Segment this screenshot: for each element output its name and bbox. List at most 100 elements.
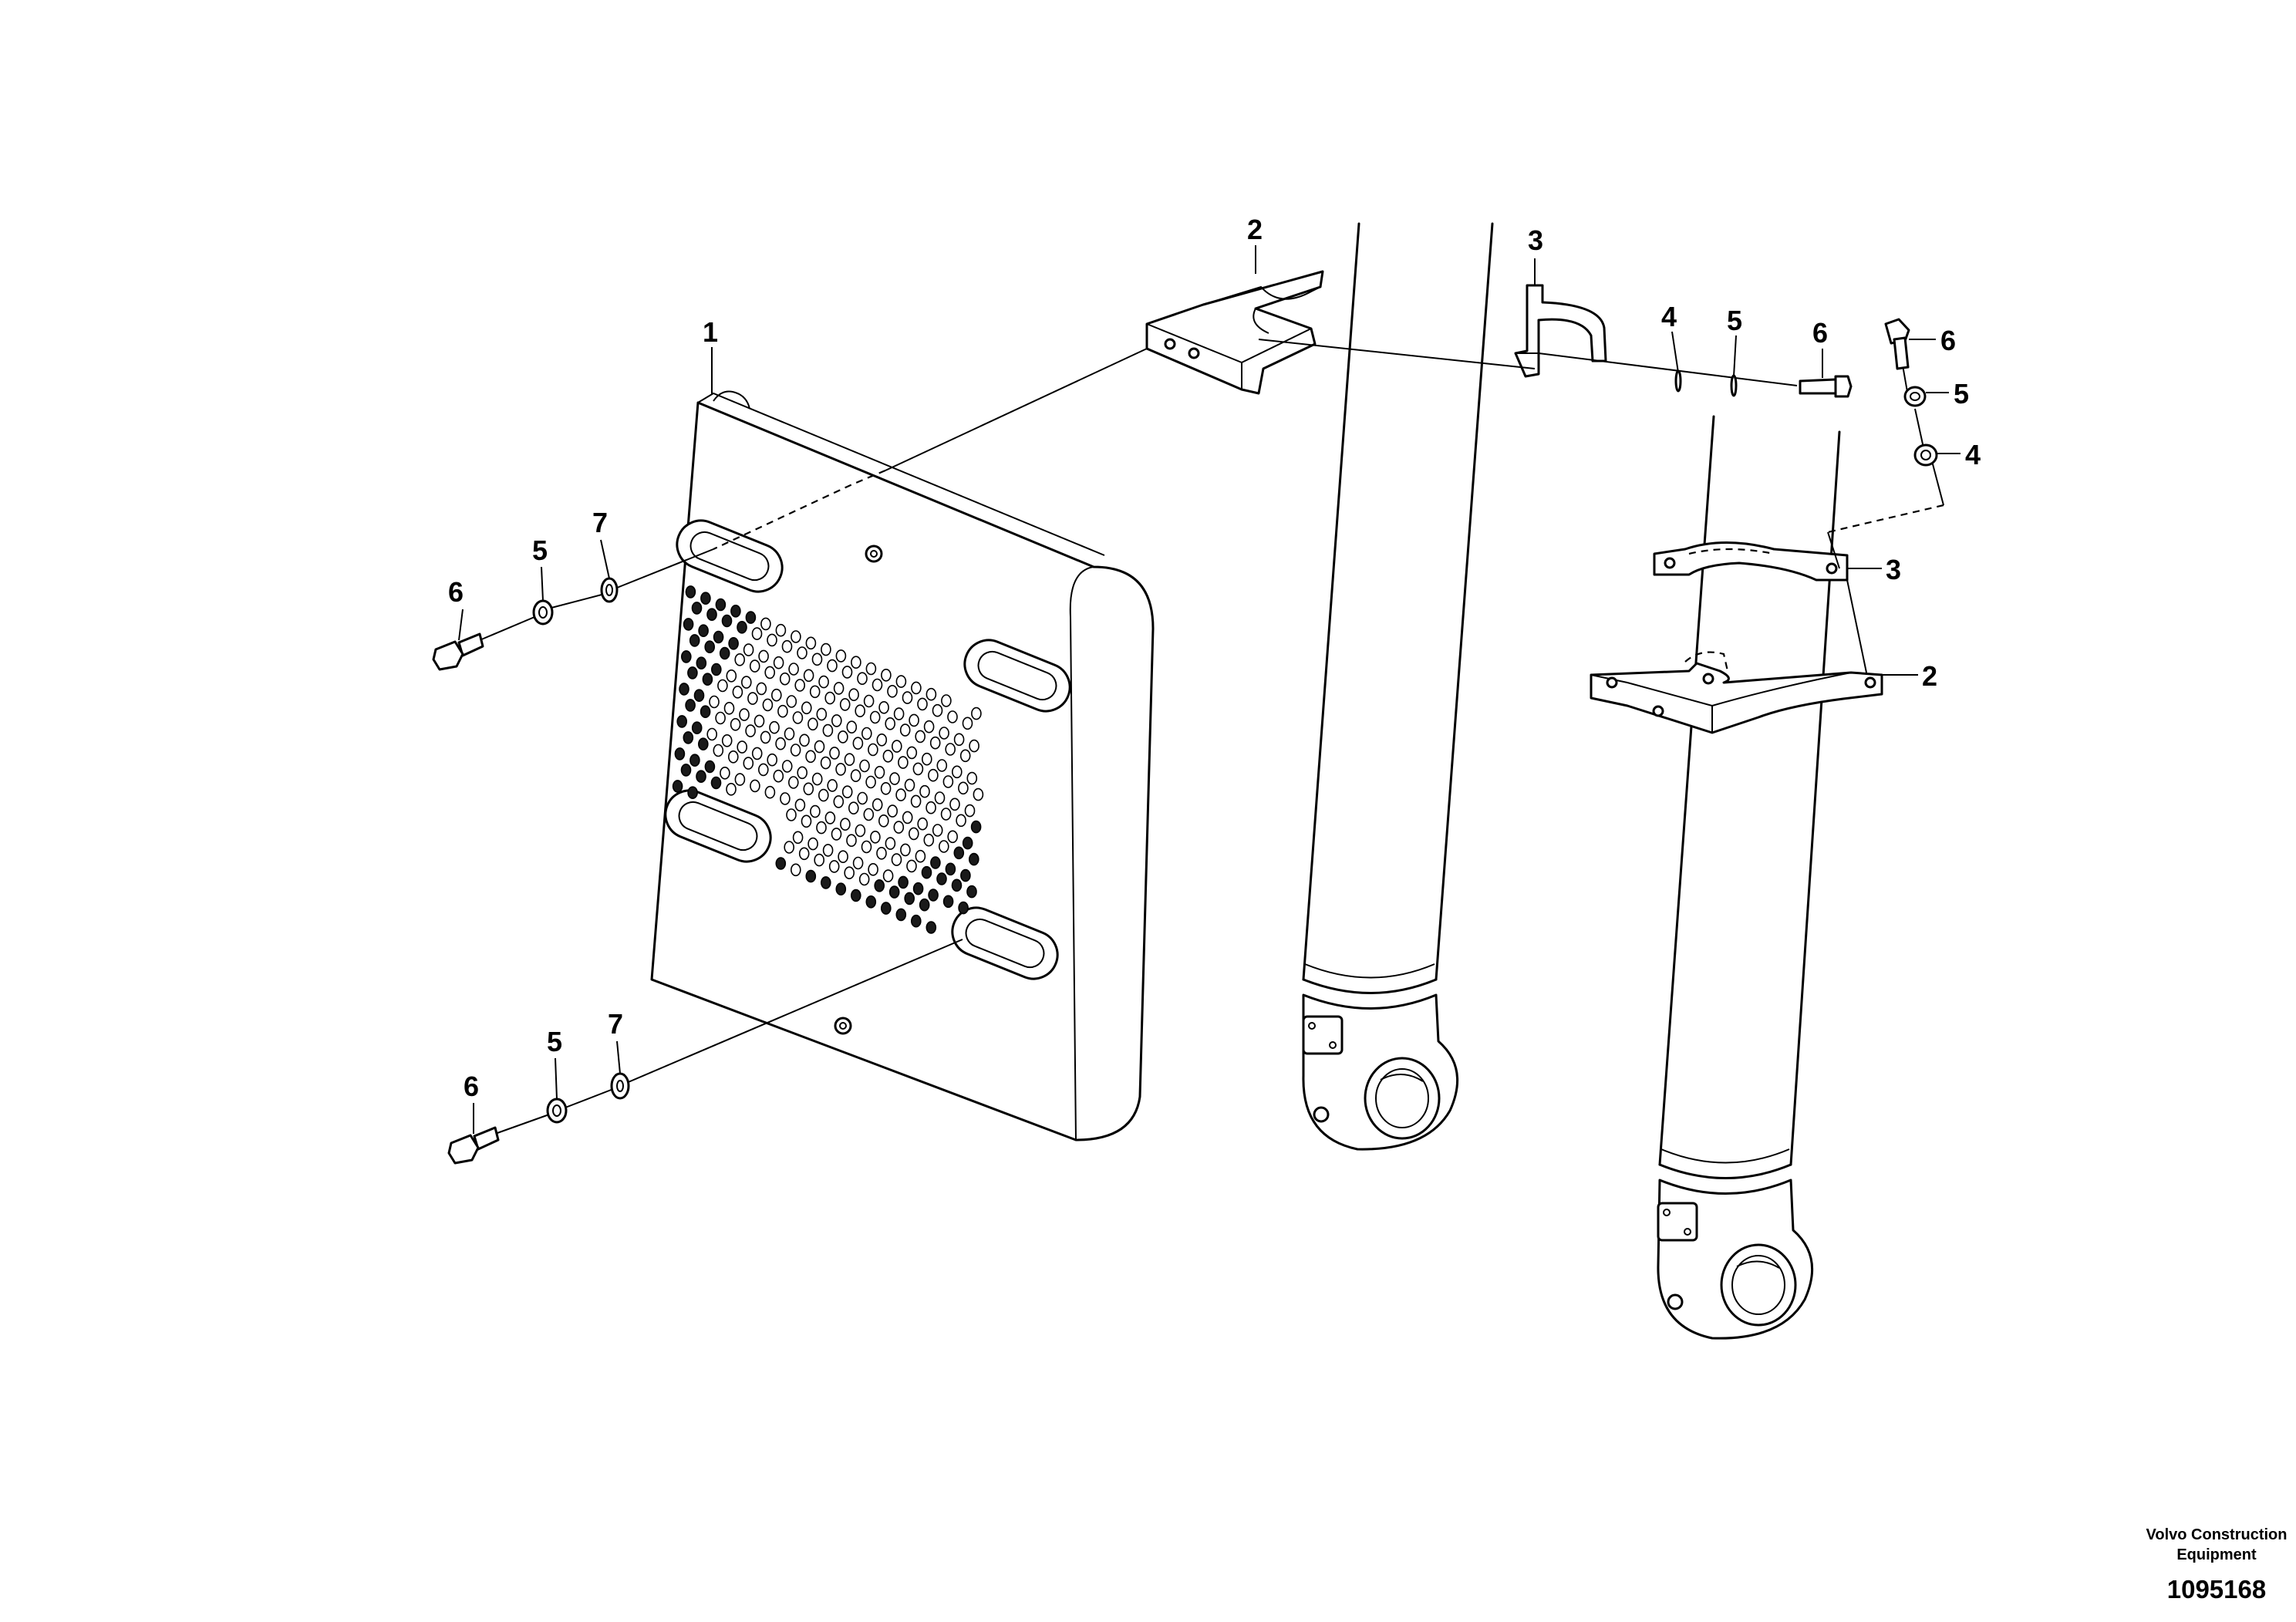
perforation-hole [887, 804, 898, 818]
perforation-hole [885, 837, 896, 850]
perforation-hole [857, 672, 868, 686]
perforation-hole [973, 787, 984, 801]
clamp-top [1514, 284, 1607, 378]
guard-slot-upper-left [676, 519, 784, 593]
perforation-hole [821, 642, 831, 656]
hydraulic-cylinder-right [1657, 415, 1841, 1340]
perforation-hole [689, 754, 700, 767]
perforation-hole [775, 737, 786, 750]
perforation-hole [865, 775, 876, 789]
perforation-hole [930, 856, 941, 869]
perforation-hole [723, 701, 735, 715]
perforation-hole [848, 801, 859, 814]
perforation-hole [919, 898, 930, 912]
perforation-hole [781, 760, 793, 773]
perforation-hole [792, 711, 804, 724]
perforation-hole [861, 727, 872, 740]
perforation-hole [945, 862, 956, 876]
perforation-hole [764, 666, 776, 679]
perforation-hole [807, 717, 818, 731]
perforation-hole [828, 860, 840, 873]
perforation-hole [878, 700, 889, 714]
perforation-hole [683, 618, 694, 631]
guard-slot-lower-left [664, 789, 772, 863]
perforation-hole [876, 847, 887, 860]
perforation-hole [674, 747, 686, 760]
perforation-hole [865, 662, 877, 676]
perforation-hole [874, 765, 885, 779]
perforation-hole [831, 714, 842, 727]
perforation-hole [784, 727, 795, 740]
perforation-hole [846, 720, 858, 734]
perforation-hole [798, 847, 810, 861]
perforation-hole [805, 636, 817, 650]
perforation-hole [851, 656, 861, 669]
perforation-hole [910, 794, 922, 808]
bracket-top [1145, 270, 1324, 395]
perforation-hole [788, 663, 799, 676]
perforation-hole [831, 828, 842, 841]
perforation-hole [838, 730, 848, 744]
perforation-hole [696, 656, 707, 670]
hydraulic-cylinder-left [1302, 222, 1494, 1151]
perforation-hole [786, 695, 797, 708]
perforation-hole [857, 791, 868, 805]
perforation-hole [868, 743, 878, 757]
perforation-hole [720, 766, 730, 780]
perforation-hole [881, 668, 892, 682]
perforation-hole [710, 776, 722, 790]
perforation-hole [730, 604, 741, 618]
perforation-hole [751, 627, 763, 640]
perforation-hole [779, 672, 791, 686]
perforation-hole [775, 623, 787, 637]
perforation-hole [758, 649, 769, 663]
perforation-hole [816, 821, 827, 835]
perforation-hole [833, 795, 845, 808]
perforation-hole [923, 833, 935, 847]
callout-bracket-top: 2 [1247, 214, 1263, 245]
hardware-top-row [1258, 339, 1853, 398]
perforation-hole [911, 914, 922, 928]
perforation-hole [797, 766, 807, 780]
perforation-hole [737, 620, 747, 634]
perforation-hole [715, 598, 727, 612]
perforation-hole [721, 614, 733, 628]
perforation-hole [679, 683, 689, 696]
perforation-hole [767, 633, 777, 647]
perforation-hole [878, 814, 889, 828]
brand-name-line-2: Equipment [2176, 1546, 2257, 1563]
perforation-hole [797, 646, 807, 659]
callout-bracket-right: 2 [1922, 660, 1937, 692]
perforation-hole [835, 763, 846, 776]
hardware-left-upper [432, 348, 1148, 671]
perforation-hole [902, 691, 913, 704]
perforation-hole [818, 788, 829, 802]
perforation-hole [775, 857, 787, 870]
perforation-hole [882, 749, 894, 763]
callout-lockwasher-right: 5 [1954, 378, 1969, 410]
perforation-hole [709, 695, 720, 709]
perforation-hole [698, 624, 709, 638]
perforation-hole [745, 724, 756, 737]
perforation-hole [922, 752, 932, 766]
perforation-hole [874, 879, 885, 892]
perforation-hole [807, 837, 818, 851]
perforation-hole [801, 814, 812, 828]
perforation-hole [958, 781, 969, 795]
perforation-hole [749, 659, 760, 673]
perforation-hole [827, 659, 838, 673]
perforation-hole [912, 882, 924, 895]
callout-spacer-left-upper: 7 [592, 507, 608, 538]
perforation-hole [885, 717, 895, 730]
perforation-hole [952, 765, 963, 779]
perforation-hole [822, 844, 834, 857]
perforation-hole [827, 779, 838, 792]
callout-clamp-top: 3 [1528, 224, 1543, 256]
perforation-hole [852, 737, 864, 750]
callout-washer-top: 4 [1661, 301, 1677, 332]
callout-labels: 1 2 2 3 3 4 4 5 5 5 5 6 6 6 6 7 7 [448, 214, 1981, 1102]
perforation-hole [734, 773, 746, 786]
perforation-hole [942, 895, 954, 909]
guard-plate [650, 390, 1155, 1141]
perforation-hole [925, 801, 936, 814]
